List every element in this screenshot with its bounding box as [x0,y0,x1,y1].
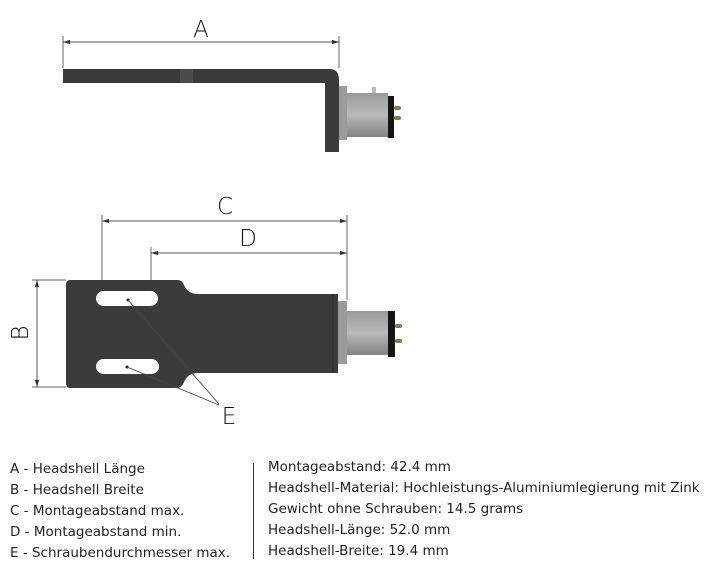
connector-end-side [388,96,394,138]
side-view: A [62,17,401,152]
dimension-c-label: C [217,194,233,220]
dimension-legend: A - Headshell Länge B - Headshell Breite… [10,459,230,564]
legend-item: D - Montageabstand min. [10,524,182,540]
arm-joint [180,69,193,83]
connector-collar-top [338,301,347,364]
headshell-arm-side [63,69,339,152]
connector-end-top [388,311,395,357]
spec-item: Headshell-Material: Hochleistungs-Alumin… [268,480,700,496]
connector-body-top [347,311,388,355]
spec-item: Headshell-Breite: 19.4 mm [268,543,449,559]
leader-line-e [126,366,220,406]
spec-item: Headshell-Länge: 52.0 mm [268,522,451,538]
pin-icon [394,116,401,120]
dimension-b-label: B [8,325,34,340]
legend-item: B - Headshell Breite [10,482,144,498]
legend-divider [253,463,254,559]
spec-list: Montageabstand: 42.4 mm Headshell-Materi… [268,457,700,562]
connector-nub [372,87,376,94]
mounting-slot-upper [96,291,158,306]
spec-item: Montageabstand: 42.4 mm [268,459,451,475]
pin-icon [395,324,402,328]
top-view: C D B E [8,194,402,430]
legend-item: A - Headshell Länge [10,461,145,477]
spec-item: Gewicht ohne Schrauben: 14.5 grams [268,501,524,517]
legend-item: C - Montageabstand max. [10,503,185,519]
pin-icon [395,339,402,343]
connector-collar-side [339,86,347,140]
legend-item: E - Schraubendurchmesser max. [10,545,231,561]
pin-icon [394,106,401,110]
dimension-a-label: A [193,17,209,43]
leader-line-e [127,299,220,405]
connector-body-side [347,93,388,137]
dimension-d-label: D [239,226,257,252]
dimension-e-label: E [222,404,237,430]
